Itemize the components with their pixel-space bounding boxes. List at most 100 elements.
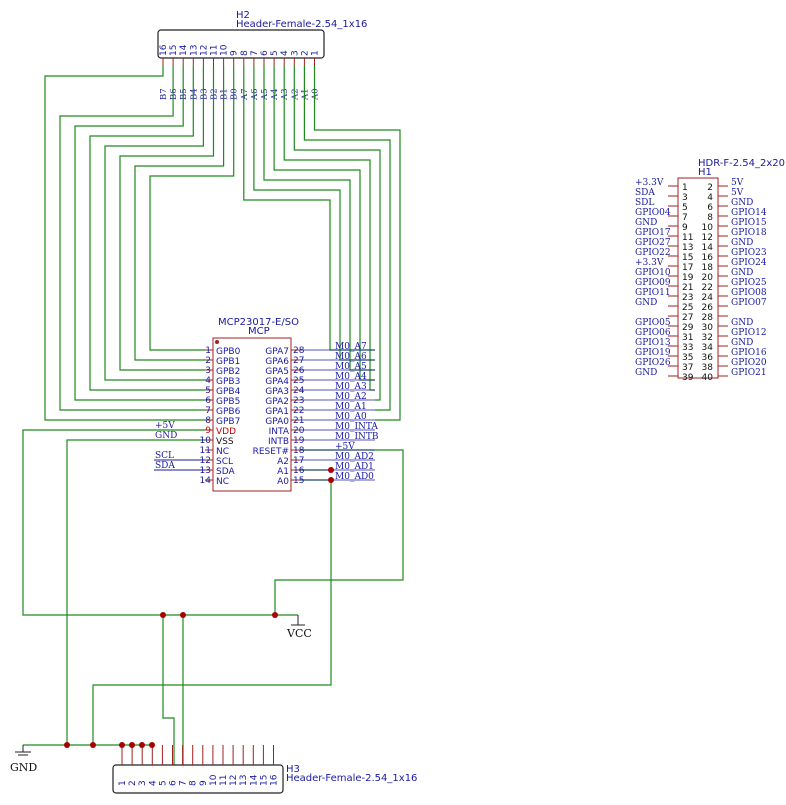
h2-value: Header-Female-2.54_1x16: [236, 19, 367, 30]
h2-pin-number: 7: [250, 50, 260, 56]
mcp-right-net-label: M0_A6: [335, 352, 367, 362]
mcp-right-pin-number: 18: [293, 446, 305, 456]
h3-body: [112, 764, 284, 794]
rpi-pin-even: 16: [702, 253, 714, 263]
junction-dot: [139, 742, 145, 748]
rpi-left-label: GPIO27: [635, 238, 671, 248]
mcp-left-pin-name: GPB0: [216, 347, 241, 357]
rpi-left-label: GPIO13: [635, 338, 671, 348]
mcp-body: [212, 337, 292, 492]
rpi-pin-odd: 7: [682, 213, 688, 223]
h2-pin-number: 13: [189, 45, 199, 56]
rpi-pin-even: 6: [707, 203, 713, 213]
mcp-right-pin-number: 24: [293, 386, 305, 396]
wire-b0: [149, 66, 235, 351]
rpi-right-label: GPIO21: [731, 368, 767, 378]
mcp-left-pin-number: 2: [205, 356, 211, 366]
mcp-left-pin-name: GPB2: [216, 367, 240, 377]
mcp-right-pin-name: A1: [277, 467, 289, 477]
h2-pin-number: 16: [159, 44, 169, 56]
rpi-left-label: GND: [635, 368, 657, 378]
mcp-left-pin-name: GPB5: [216, 397, 240, 407]
wire-b2: [119, 66, 215, 371]
rpi-left-label: GPIO17: [635, 228, 671, 238]
h2-net-label: A2: [290, 88, 300, 101]
h3-pin-number: 14: [249, 774, 259, 786]
h3-pin-number: 8: [189, 780, 199, 786]
wire-b6: [59, 66, 205, 411]
rpi-right-label: GPIO24: [731, 258, 767, 268]
h2-ref: H2: [236, 10, 250, 21]
rpi-pin-odd: 37: [682, 363, 693, 373]
h3-pin-number: 6: [169, 780, 179, 786]
h2-net-label: B1: [220, 88, 230, 100]
h2-pins: 16B715B614B513B412B311B210B19B08A77A66A5…: [159, 44, 321, 101]
wire-b3: [104, 66, 205, 381]
h2-pin-number: 12: [199, 45, 209, 56]
rpi-pin-even: 18: [702, 263, 714, 273]
rpi-left-label: GND: [635, 218, 657, 228]
rpi-left-label: SDA: [635, 188, 655, 198]
junction-dot: [119, 742, 125, 748]
rpi-pin-odd: 33: [682, 343, 693, 353]
net-label-5v: +5V: [155, 421, 175, 431]
rpi-pin-odd: 1: [682, 183, 688, 193]
mcp-right-pin-number: 28: [293, 346, 305, 356]
rpi-pin-even: 26: [702, 303, 714, 313]
mcp-right-pin-name: A2: [277, 457, 289, 467]
h2-pin-number: 5: [270, 50, 280, 56]
h3-pin-number: 3: [138, 780, 148, 786]
rpi-right-label: GPIO08: [731, 288, 767, 298]
rpi-pin-odd: 21: [682, 283, 693, 293]
rpi-right-label: GPIO18: [731, 228, 767, 238]
mcp-right-net-label: M0_AD0: [335, 472, 374, 482]
mcp-right-pin-name: GPA6: [265, 357, 289, 367]
rpi-pin-odd: 11: [682, 233, 693, 243]
mcp-ref: MCP: [248, 326, 270, 337]
h3-pin-number: 1: [118, 780, 128, 786]
h2-pin-number: 4: [280, 50, 290, 56]
rpi-pin-even: 34: [702, 343, 714, 353]
mcp-left-pin-number: 3: [205, 366, 211, 376]
mcp-right-pin-number: 21: [293, 416, 304, 426]
h2-pin-number: 14: [179, 44, 189, 56]
net-label-sda: SDA: [155, 461, 175, 471]
h3-pin-number: 13: [239, 775, 249, 786]
mcp-left-pin-name: VDD: [216, 427, 236, 437]
mcp-right-net-label: M0_A1: [335, 402, 367, 412]
net-label-scl: SCL: [155, 451, 174, 461]
mcp-left-pin-number: 8: [205, 416, 211, 426]
mcp-right-pin-name: GPA7: [265, 347, 289, 357]
h2-pin-number: 9: [230, 50, 240, 56]
wire-b4: [89, 66, 205, 391]
wire-a2: [293, 66, 381, 401]
wire-a4: [273, 66, 375, 381]
wire-b1: [134, 66, 225, 361]
rpi-pin-even: 12: [702, 233, 713, 243]
wire-vss-to-gnd: [66, 439, 205, 745]
h2-pin-number: 6: [260, 50, 270, 56]
mcp-right-net-label: M0_A3: [335, 382, 367, 392]
mcp-right-net-label: M0_A4: [335, 372, 367, 382]
rpi-pin-even: 20: [702, 273, 714, 283]
rpi-right-label: GND: [731, 198, 753, 208]
h2-net-label: A6: [250, 88, 260, 101]
h3-pin-number: 15: [259, 775, 269, 786]
h3-pin-number: 2: [128, 780, 138, 786]
h2-net-label: A1: [300, 88, 310, 101]
rpi-right-label: GND: [731, 338, 753, 348]
wire-a0: [313, 66, 401, 421]
mcp-right-pin-name: GPA0: [265, 417, 289, 427]
wire-a1: [303, 66, 391, 411]
mcp-right-pin-name: GPA5: [265, 367, 289, 377]
rpi-pin-odd: 3: [682, 193, 688, 203]
mcp-left-pin-name: NC: [216, 447, 229, 457]
rpi-left-label: GPIO19: [635, 348, 671, 358]
net-label-gnd: GND: [155, 431, 177, 441]
wire-vcc-h3: [162, 615, 175, 765]
rpi-right-label: GPIO25: [731, 278, 767, 288]
h2-net-label: B4: [189, 88, 199, 100]
h2-body: [157, 29, 325, 59]
rpi-pin-odd: 19: [682, 273, 694, 283]
